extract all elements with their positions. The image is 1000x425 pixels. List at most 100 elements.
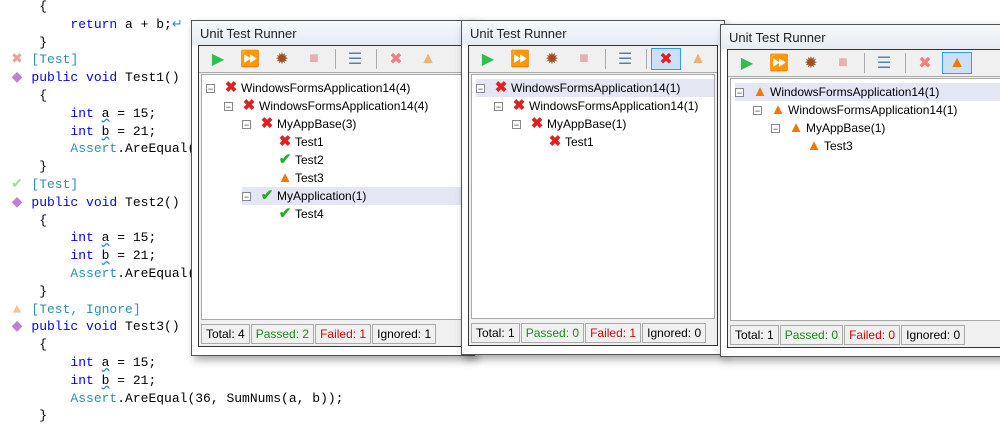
fail-icon: ✖ (260, 115, 274, 132)
code-token: int (70, 230, 94, 246)
details-button[interactable]: ☰ (347, 51, 363, 68)
code-token: [Test] (8, 177, 79, 192)
run-all-button[interactable]: ⏩ (510, 51, 530, 68)
code-token (8, 266, 70, 281)
code-token (78, 195, 86, 210)
collapse-toggle[interactable]: − (242, 191, 251, 202)
test-tree[interactable]: −▲WindowsFormsApplication14(1)−▲WindowsF… (730, 78, 1000, 321)
tree-node[interactable]: −▲WindowsFormsApplication14(1) (753, 101, 957, 119)
toolbar: ▶ ⏩ ✹ ■ ☰ ✖ ▲ (728, 50, 1000, 77)
code-token: b (101, 123, 110, 139)
code-token (94, 355, 102, 370)
tree-node[interactable]: −▲WindowsFormsApplication14(1) (735, 83, 1000, 101)
collapse-toggle[interactable]: − (206, 83, 215, 94)
code-token: public (31, 194, 79, 210)
run-button[interactable]: ▶ (481, 51, 495, 68)
tree-node[interactable]: ▲Test3 (260, 169, 324, 187)
tree-node[interactable]: −✖MyAppBase(1) (512, 115, 626, 133)
test-tree[interactable]: −✖WindowsFormsApplication14(1)−✖WindowsF… (471, 74, 715, 319)
stop-button[interactable]: ■ (579, 50, 589, 67)
code-token: = 15; (109, 355, 157, 370)
failed-filter-button[interactable]: ✖ (651, 48, 681, 70)
run-button[interactable]: ▶ (211, 51, 225, 68)
code-token: { (8, 337, 48, 353)
tree-node[interactable]: −✔MyApplication(1) (242, 187, 464, 205)
node-label: MyAppBase(1) (547, 117, 627, 131)
run-all-button[interactable]: ⏩ (769, 55, 789, 72)
tree-node[interactable]: ✖Test1 (260, 133, 324, 151)
test-tree[interactable]: −✖WindowsFormsApplication14(4)−✖WindowsF… (201, 74, 465, 320)
details-button[interactable]: ☰ (617, 51, 633, 68)
collapse-toggle[interactable]: − (771, 123, 780, 134)
code-line: } (8, 158, 47, 176)
method-icon: ◆ (11, 319, 23, 336)
node-label: WindowsFormsApplication14(4) (241, 81, 411, 95)
run-button[interactable]: ▶ (740, 55, 754, 72)
code-line: Assert.AreEqual(1 (8, 140, 203, 158)
node-label: Test3 (824, 139, 853, 153)
collapse-toggle[interactable]: − (494, 101, 503, 112)
node-label: Test1 (565, 135, 594, 149)
code-line: { (8, 212, 47, 230)
code-token: { (8, 0, 48, 14)
stop-button[interactable]: ■ (309, 50, 319, 67)
toolbar-separator (646, 49, 647, 69)
tree-node[interactable]: −✖WindowsFormsApplication14(1) (494, 97, 698, 115)
passed-count: Passed: 2 (250, 324, 315, 344)
code-token: { (8, 212, 48, 228)
code-token: void (86, 194, 118, 210)
code-line: } (8, 283, 47, 301)
debug-button[interactable]: ✹ (545, 51, 559, 68)
code-token (94, 373, 102, 388)
code-token (94, 230, 102, 245)
pass-icon: ✔ (278, 205, 292, 222)
tree-node[interactable]: −✖WindowsFormsApplication14(1) (476, 79, 714, 97)
tree-node[interactable]: ✔Test2 (260, 151, 324, 169)
code-token: ↵ (171, 16, 183, 32)
code-line: int b = 21; (8, 372, 156, 390)
code-token (78, 70, 86, 85)
failed-count: Failed: 1 (315, 324, 372, 344)
tree-node[interactable]: ▲Test3 (789, 137, 853, 155)
code-token (8, 124, 70, 139)
ignore-icon: ▲ (788, 119, 804, 136)
run-all-button[interactable]: ⏩ (240, 51, 260, 68)
code-token: Test2() (117, 194, 180, 210)
debug-button[interactable]: ✹ (804, 55, 818, 72)
collapse-toggle[interactable]: − (476, 83, 485, 94)
tree-node[interactable]: ✖Test1 (530, 133, 594, 151)
toolbar-separator (335, 49, 336, 69)
node-label: Test3 (295, 171, 324, 185)
ignored-filter-button[interactable]: ▲ (690, 50, 706, 67)
collapse-toggle[interactable]: − (224, 101, 233, 112)
details-button[interactable]: ☰ (876, 55, 892, 72)
failed-filter-button[interactable]: ✖ (389, 51, 403, 68)
tree-node[interactable]: −▲MyAppBase(1) (771, 119, 885, 137)
tree-node[interactable]: −✖WindowsFormsApplication14(4) (224, 97, 428, 115)
stop-button[interactable]: ■ (838, 54, 848, 71)
collapse-toggle[interactable]: − (753, 105, 762, 116)
code-line: } (8, 407, 47, 425)
code-token: .AreEqual(1 (117, 141, 204, 157)
code-token: Test3() (117, 319, 180, 335)
tree-node[interactable]: −✖MyAppBase(3) (242, 115, 356, 133)
code-token (8, 106, 70, 121)
tree-node[interactable]: ✔Test4 (260, 205, 324, 223)
tree-node[interactable]: −✖WindowsFormsApplication14(4) (206, 79, 410, 97)
debug-button[interactable]: ✹ (275, 51, 289, 68)
code-line: Assert.AreEqual(" (8, 265, 203, 283)
ignored-count: Ignored: 0 (901, 325, 966, 345)
collapse-toggle[interactable]: − (735, 87, 744, 98)
code-token: ] (70, 52, 79, 68)
collapse-toggle[interactable]: − (242, 119, 251, 130)
code-token: void (86, 319, 118, 335)
code-token: = 15; (109, 230, 157, 246)
collapse-toggle[interactable]: − (512, 119, 521, 130)
code-line: public void Test2() (8, 194, 180, 212)
ignored-filter-button[interactable]: ▲ (420, 50, 436, 67)
code-line: int b = 21; (8, 247, 156, 265)
ignored-filter-button[interactable]: ▲ (942, 52, 972, 74)
code-token: b (101, 372, 110, 388)
code-token: [Test, Ignore] (8, 301, 141, 317)
failed-filter-button[interactable]: ✖ (918, 55, 932, 72)
